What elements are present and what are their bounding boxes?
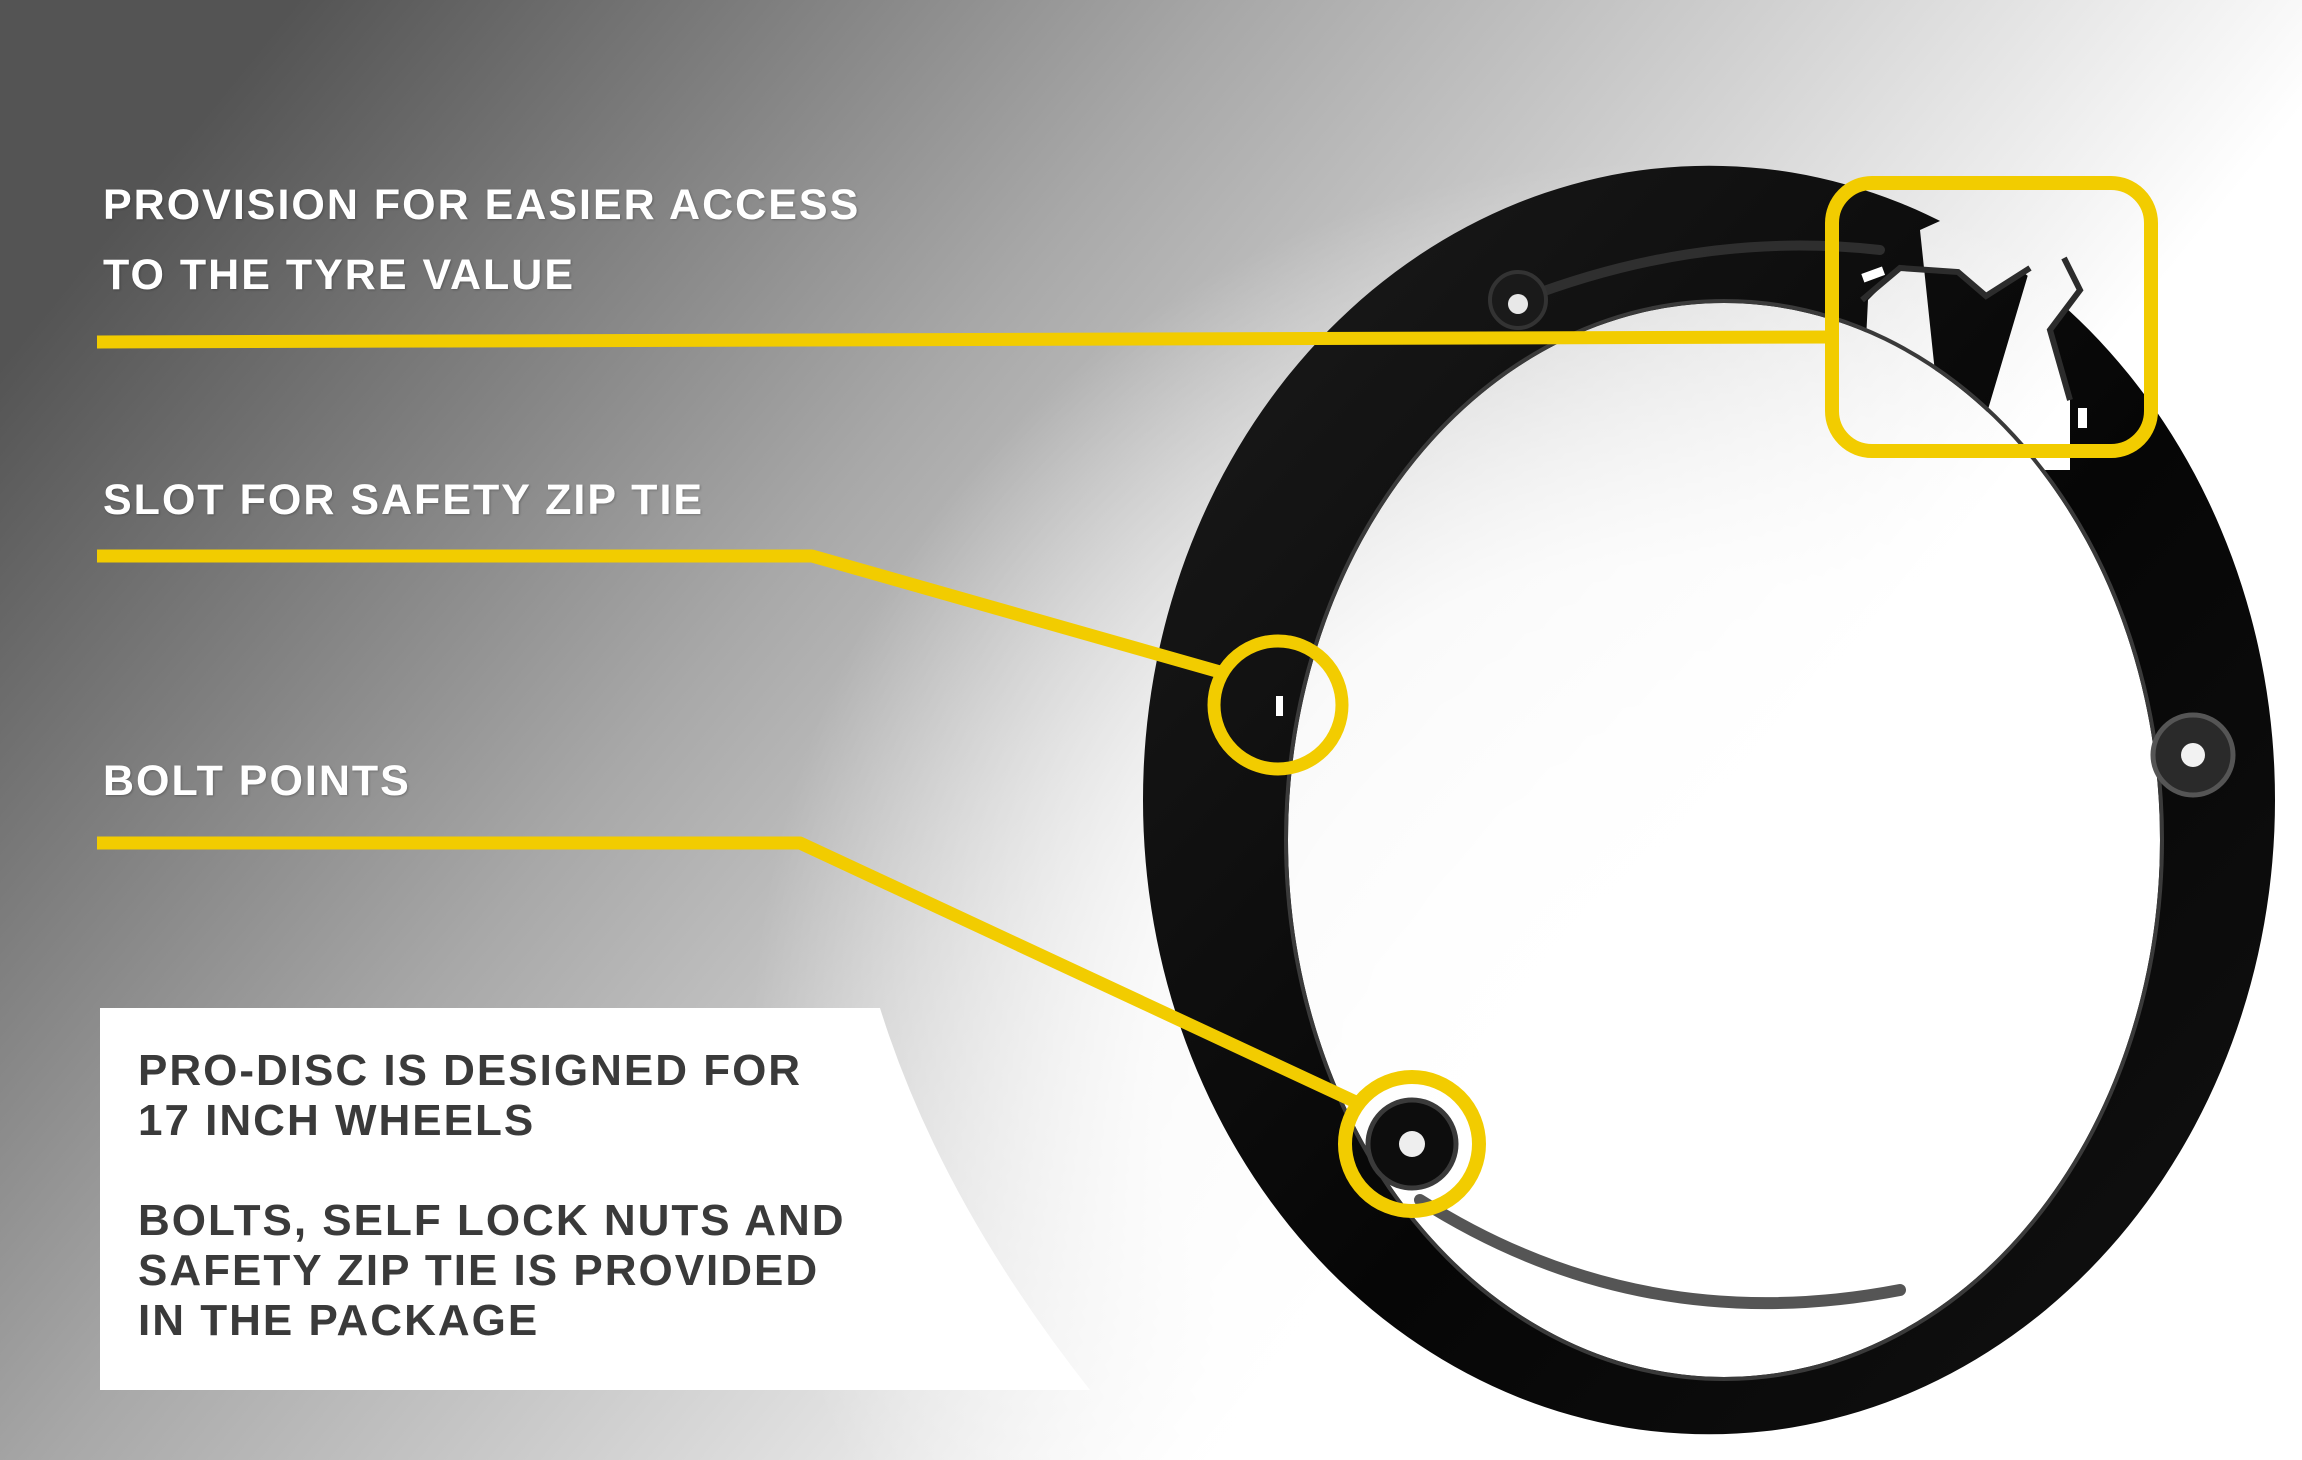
info-box-text: PRO-DISC IS DESIGNED FOR 17 INCH WHEELS … xyxy=(138,1046,898,1396)
slot-callout-line xyxy=(97,549,1222,679)
valve-callout-line xyxy=(96,330,1833,349)
zip-tie-slot-icon xyxy=(2078,408,2087,428)
info-paragraph-wheels: PRO-DISC IS DESIGNED FOR 17 INCH WHEELS xyxy=(138,1046,898,1146)
disc-shine-lower xyxy=(1414,1194,1906,1310)
valve-cutout-icon xyxy=(1860,256,2084,401)
bolt-hole-icon xyxy=(2150,712,2236,798)
valve-access-label-line2: TO THE TYRE VALUE xyxy=(103,251,575,299)
valve-access-label: PROVISION FOR EASIER ACCESS TO THE TYRE … xyxy=(103,170,860,310)
info-line: 17 INCH WHEELS xyxy=(138,1096,536,1145)
bolt-hole-icon xyxy=(1488,270,1548,330)
slot-highlight-circle xyxy=(1207,634,1349,776)
zip-tie-slot-label-text: SLOT FOR SAFETY ZIP TIE xyxy=(103,476,705,524)
valve-access-label-line1: PROVISION FOR EASIER ACCESS xyxy=(103,181,861,229)
info-line: BOLTS, SELF LOCK NUTS AND xyxy=(138,1196,846,1245)
bolt-hole-icon xyxy=(1365,1097,1459,1191)
disc-inner-edge xyxy=(1284,299,2164,1381)
info-line: IN THE PACKAGE xyxy=(138,1296,540,1345)
bolt-points-label: BOLT POINTS xyxy=(103,746,411,816)
valve-highlight-box xyxy=(1825,176,2158,458)
bolt-highlight-circle xyxy=(1338,1070,1486,1218)
zip-tie-slot-icon xyxy=(1276,696,1283,716)
bolt-callout-line xyxy=(97,836,1363,1110)
zip-tie-slot-label: SLOT FOR SAFETY ZIP TIE xyxy=(103,465,704,535)
info-paragraph-package: BOLTS, SELF LOCK NUTS AND SAFETY ZIP TIE… xyxy=(138,1196,898,1346)
info-line: PRO-DISC IS DESIGNED FOR xyxy=(138,1046,803,1095)
info-line: SAFETY ZIP TIE IS PROVIDED xyxy=(138,1246,820,1295)
zip-tie-slot-icon xyxy=(1861,266,1886,283)
bolt-points-label-text: BOLT POINTS xyxy=(103,757,411,805)
disc-image xyxy=(1142,165,2275,1435)
zip-tie-slot-icon xyxy=(1875,1125,1897,1139)
callout-lines xyxy=(96,330,1833,1110)
info-panel xyxy=(100,1008,1090,1390)
